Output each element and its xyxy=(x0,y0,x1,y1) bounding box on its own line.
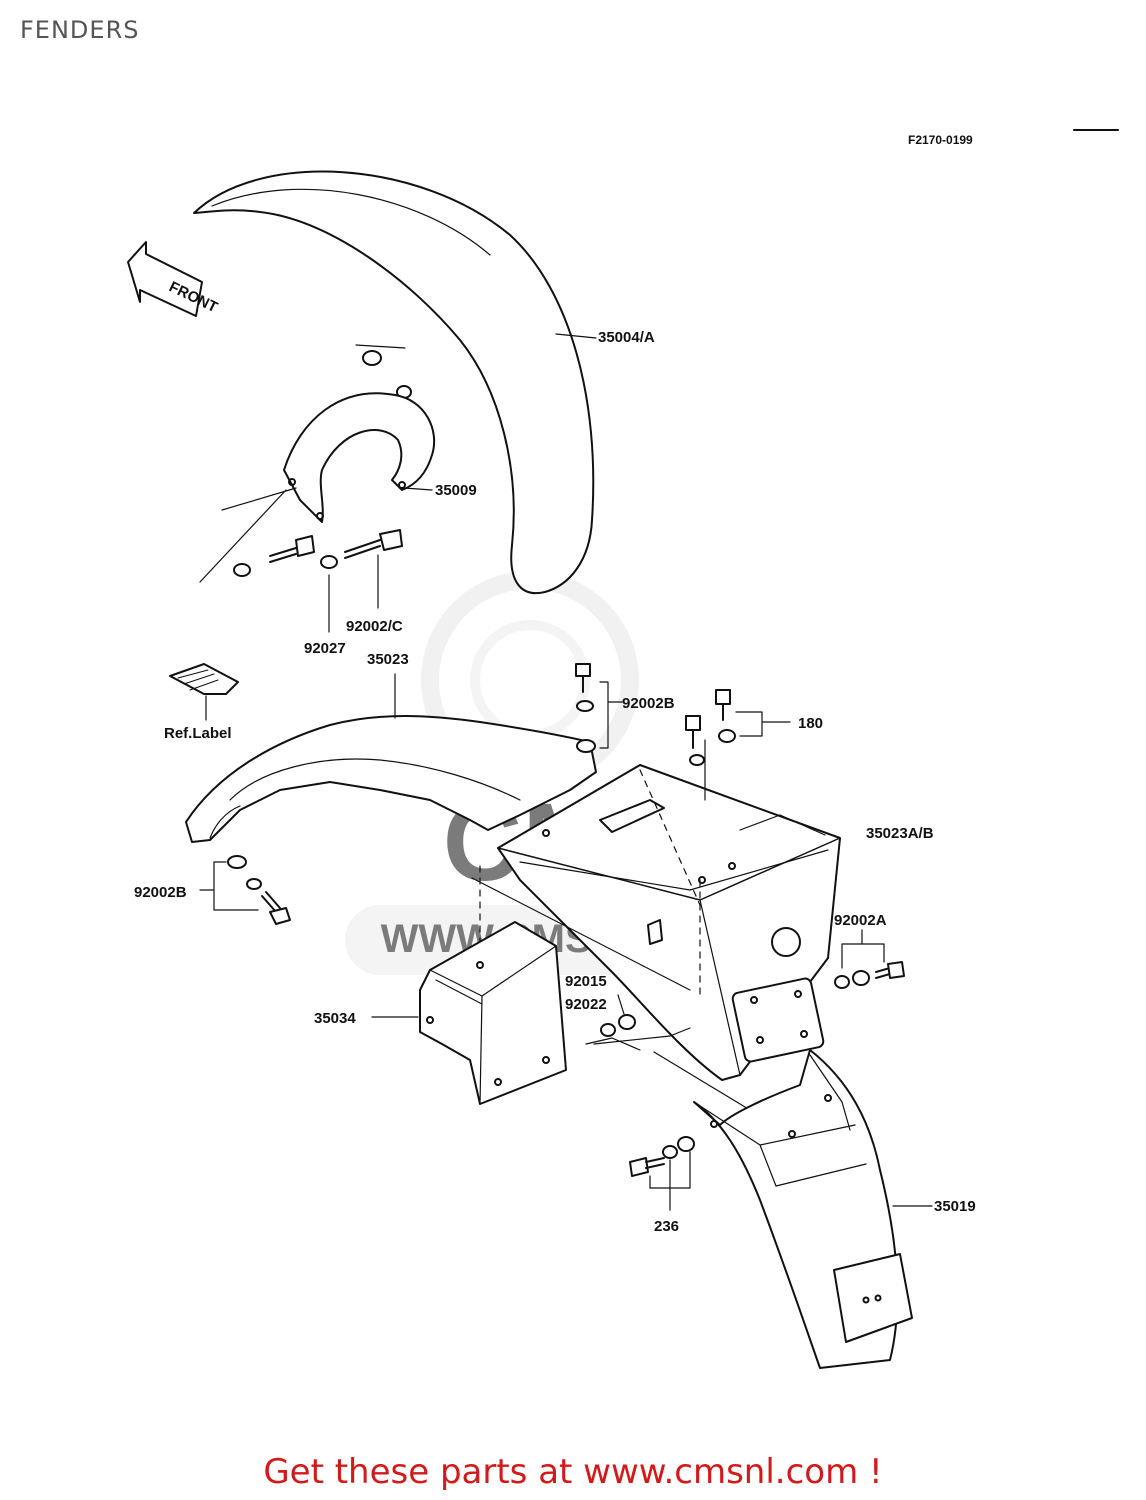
footer-link-text[interactable]: Get these parts at www.cmsnl.com ! xyxy=(0,1452,1146,1492)
front-fender-bracket xyxy=(283,392,436,523)
label-92027: 92027 xyxy=(304,640,346,657)
rear-fender-rear xyxy=(497,764,841,1081)
label-236: 236 xyxy=(654,1218,679,1235)
rear-fender-front xyxy=(185,673,597,843)
cover-35034 xyxy=(371,921,567,1105)
label-ref-label: Ref.Label xyxy=(164,725,232,742)
label-92015: 92015 xyxy=(565,973,607,990)
label-92022: 92022 xyxy=(565,996,607,1013)
rear-top-hardware xyxy=(575,663,791,766)
rear-right-hardware xyxy=(834,929,905,989)
label-35019: 35019 xyxy=(934,1198,976,1215)
label-92002B-top: 92002B xyxy=(622,695,675,712)
rear-left-hardware xyxy=(199,855,291,925)
label-92002B-left: 92002B xyxy=(134,884,187,901)
flap-hardware xyxy=(629,1136,695,1211)
label-92002C: 92002/C xyxy=(346,618,403,635)
label-35023: 35023 xyxy=(367,651,409,668)
footer-link[interactable]: Get these parts at www.cmsnl.com ! xyxy=(263,1452,883,1492)
nut-washer xyxy=(585,994,691,1051)
front-hardware xyxy=(233,529,403,633)
label-35023AB: 35023A/B xyxy=(866,825,934,842)
rear-flap xyxy=(693,1049,933,1369)
page-title: FENDERS xyxy=(20,16,140,44)
diagram-code: F2170-0199 xyxy=(908,133,973,147)
label-35009: 35009 xyxy=(435,482,477,499)
label-180: 180 xyxy=(798,715,823,732)
front-fender xyxy=(193,170,595,595)
label-92002A: 92002A xyxy=(834,912,887,929)
front-arrow-icon xyxy=(127,241,203,317)
label-35034: 35034 xyxy=(314,1010,356,1027)
label-35004A: 35004/A xyxy=(598,329,655,346)
ref-label-icon xyxy=(169,663,239,721)
